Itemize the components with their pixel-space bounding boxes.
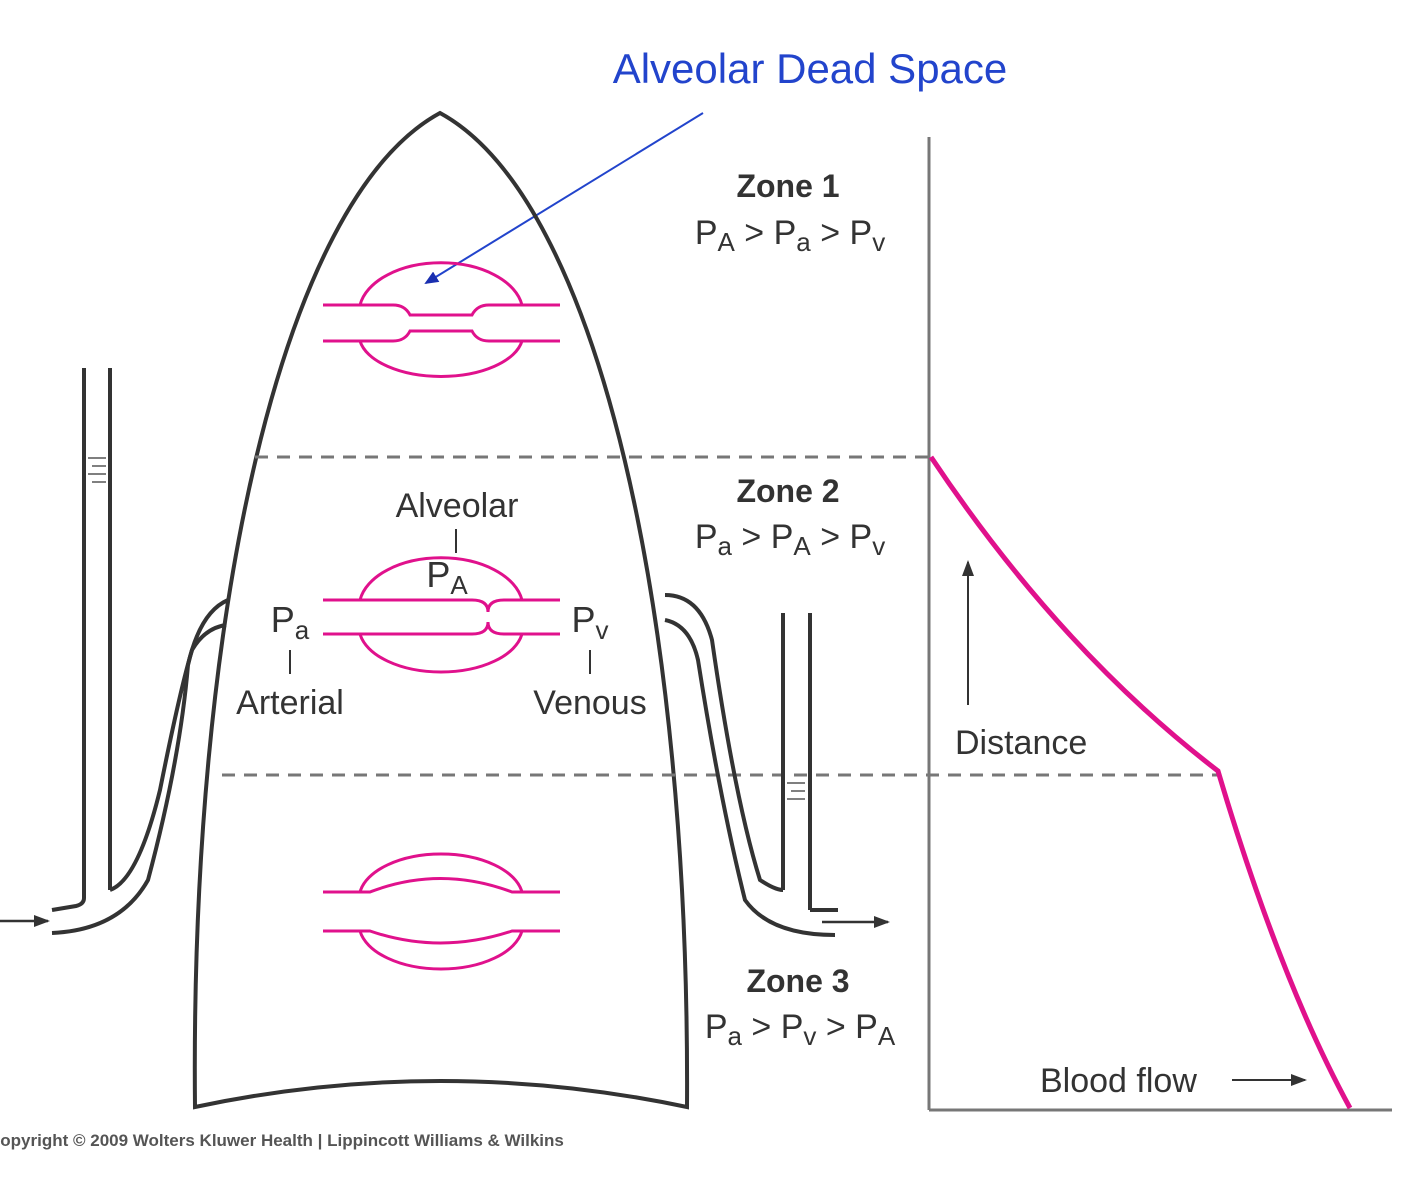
zone3-alveolus (323, 852, 560, 971)
capillary-bottom-wall (323, 329, 560, 343)
alveolus-bottom-wall (358, 633, 524, 674)
zone1-title: Zone 1 (736, 168, 839, 204)
arterial-label: Arterial (236, 684, 344, 722)
zone3-title: Zone 3 (746, 963, 849, 999)
alveolus-bottom-wall (358, 340, 524, 378)
lung-outline (192, 110, 690, 1110)
zone2-pressure-relation: Pa > PA > Pv (695, 518, 885, 561)
alveolus-top-wall (358, 556, 524, 601)
arterial-fluid-level (88, 457, 106, 483)
alveolus-top-wall (358, 261, 524, 306)
blood-flow-axis-label: Blood flow (1040, 1062, 1197, 1100)
zone1-pressure-relation: PA > Pa > Pv (695, 214, 885, 257)
venous-vessel-inner (664, 593, 784, 892)
copyright-notice: Copyright © 2009 Wolters Kluwer Health |… (0, 1131, 564, 1150)
venous-vessel-outer (664, 618, 836, 937)
arterial-vessel-inner (109, 623, 227, 892)
zone3-pressure-relation: Pa > Pv > PA (705, 1008, 896, 1051)
alveolar-pressure-symbol: PA (426, 554, 468, 600)
zone2-alveolus (323, 556, 560, 674)
alveolus-top-wall (358, 852, 524, 893)
capillary-top-wall (323, 598, 560, 613)
blood-flow-curve (928, 455, 1353, 1110)
capillary-top-wall (323, 303, 560, 317)
venous-tube (664, 593, 838, 937)
callout-arrow (424, 112, 704, 285)
alveolus-bottom-wall (358, 930, 524, 971)
venous-label: Venous (533, 684, 646, 722)
arterial-inflow-top (51, 897, 86, 912)
zone1-alveolus (323, 261, 560, 378)
capillary-bottom-wall (323, 929, 560, 945)
alveolar-dead-space-callout: Alveolar Dead Space (613, 45, 1008, 92)
venous-fluid-level (787, 782, 805, 800)
capillary-top-wall (323, 877, 560, 894)
alveolar-label: Alveolar (396, 487, 519, 525)
venous-pressure-symbol: Pv (571, 599, 608, 645)
capillary-bottom-wall (323, 621, 560, 636)
zone2-title: Zone 2 (736, 473, 839, 509)
arterial-pressure-symbol: Pa (271, 599, 310, 645)
distance-axis-label: Distance (955, 724, 1087, 762)
arterial-vessel-outer (51, 598, 229, 935)
arterial-tube (51, 368, 229, 935)
